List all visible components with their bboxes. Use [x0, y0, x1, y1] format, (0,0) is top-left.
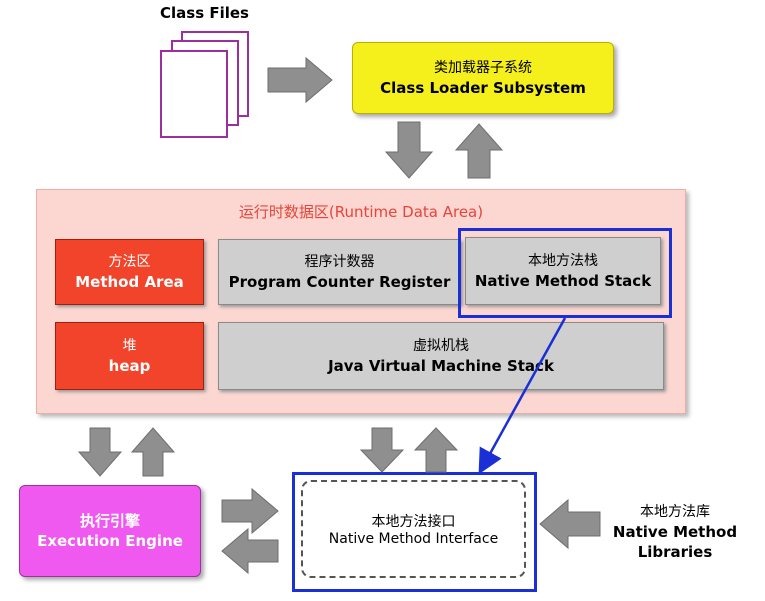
pc-register-zh: 程序计数器 [304, 254, 375, 270]
native-stack-highlight [458, 228, 672, 318]
heap-en: heap [108, 357, 151, 375]
native-method-libraries-label: 本地方法库 Native Method Libraries [600, 499, 750, 565]
method-area-zh: 方法区 [108, 254, 151, 270]
arrow-right-icon [221, 487, 279, 535]
native-stack-en: Native Method Stack [474, 272, 652, 290]
native-interface-zh: 本地方法接口 [371, 514, 456, 530]
runtime-data-area-title: 运行时数据区(Runtime Data Area) [238, 203, 484, 221]
class-files-label: Class Files [160, 4, 249, 22]
arrow-left-icon [221, 527, 279, 575]
native-libraries-zh: 本地方法库 [640, 504, 710, 520]
class-loader-zh: 类加载器子系统 [434, 60, 532, 76]
arrow-up-icon [454, 123, 504, 179]
heap-zh: 堆 [122, 338, 137, 354]
jvm-stack-box: 虚拟机栈 Java Virtual Machine Stack [218, 322, 664, 390]
arrow-left-icon [539, 498, 601, 550]
native-interface-en: Native Method Interface [328, 531, 499, 547]
method-area-en: Method Area [75, 273, 184, 291]
pc-register-box: 程序计数器 Program Counter Register [218, 239, 461, 305]
native-method-stack-box: 本地方法栈 Native Method Stack [465, 237, 661, 305]
native-method-interface-box: 本地方法接口 Native Method Interface [301, 480, 526, 578]
jvm-stack-zh: 虚拟机栈 [413, 338, 469, 354]
pc-register-en: Program Counter Register [228, 273, 451, 291]
arrow-up-icon [413, 427, 459, 473]
method-area-box: 方法区 Method Area [55, 239, 204, 305]
arrow-up-icon [130, 427, 176, 477]
execution-engine-box: 执行引擎 Execution Engine [19, 485, 201, 577]
heap-box: 堆 heap [55, 322, 204, 390]
class-file-sheet-1 [160, 50, 228, 138]
jvm-stack-en: Java Virtual Machine Stack [328, 357, 554, 375]
arrow-right-icon [267, 56, 333, 104]
class-loader-subsystem: 类加载器子系统 Class Loader Subsystem [352, 42, 614, 114]
native-libraries-en2: Libraries [637, 543, 713, 561]
native-stack-zh: 本地方法栈 [528, 253, 598, 269]
class-loader-en: Class Loader Subsystem [380, 79, 586, 97]
execution-engine-zh: 执行引擎 [79, 512, 140, 530]
arrow-down-icon [77, 427, 123, 477]
arrow-down-icon [384, 121, 434, 179]
execution-engine-en: Execution Engine [37, 532, 183, 550]
arrow-down-icon [359, 427, 405, 473]
native-libraries-en1: Native Method [612, 523, 738, 541]
